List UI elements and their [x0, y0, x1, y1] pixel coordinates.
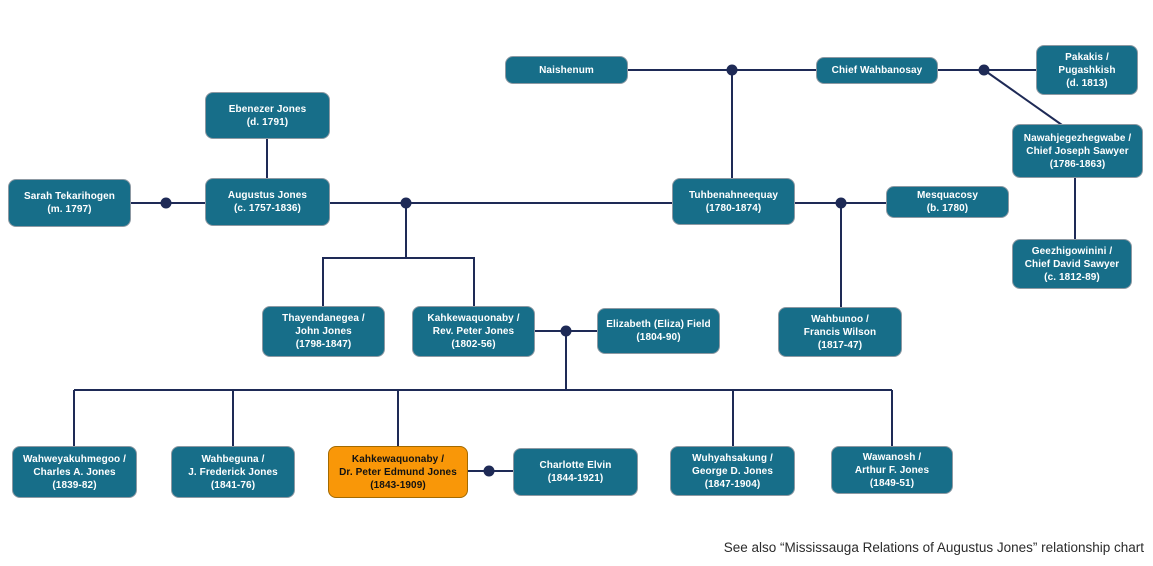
tree-node-kahkewaquonaby-dr-peter-edmund-jones[interactable]: Kahkewaquonaby /Dr. Peter Edmund Jones(1… [328, 446, 468, 498]
tree-node-wahbeguna-frederick-jones[interactable]: Wahbeguna /J. Frederick Jones(1841-76) [171, 446, 295, 498]
node-label-line: George D. Jones [692, 465, 773, 477]
node-label-line: (1798-1847) [295, 339, 352, 350]
node-label-line: Thayendanegea / [282, 313, 365, 324]
node-label-line: (1847-1904) [704, 478, 761, 490]
tree-node-elizabeth-eliza-field[interactable]: Elizabeth (Eliza) Field (1804-90) [597, 308, 720, 354]
tree-node-thayendanegea-john-jones[interactable]: Thayendanegea / John Jones (1798-1847) [262, 306, 385, 357]
node-label-line: (1780-1874) [705, 202, 762, 214]
node-label-line: (d. 1813) [1066, 77, 1108, 89]
union-dot [160, 197, 172, 209]
tree-node-sarah-tekarihogen[interactable]: Sarah Tekarihogen (m. 1797) [8, 179, 131, 227]
node-label-line: Sarah Tekarihogen [24, 191, 115, 202]
node-label-line: Ebenezer Jones [228, 103, 307, 115]
node-label-line: Charlotte Elvin [539, 460, 612, 471]
see-also-note: See also “Mississauga Relations of Augus… [723, 540, 1144, 555]
tree-node-geezhigowinini-david-sawyer[interactable]: Geezhigowinini /Chief David Sawyer(c. 18… [1012, 239, 1132, 289]
node-label-line: (c. 1757-1836) [233, 203, 301, 214]
node-label-line: Wahbunoo / [811, 313, 869, 325]
tree-node-ebenezer-jones[interactable]: Ebenezer Jones(d. 1791) [205, 92, 330, 139]
node-label-line: Pakakis / [1065, 51, 1109, 63]
node-label-line: (m. 1797) [47, 204, 92, 215]
node-label-line: (1817-47) [817, 339, 863, 351]
node-label-line: (1802-56) [451, 339, 496, 350]
tree-node-kahkewaquonaby-rev-peter-jones[interactable]: Kahkewaquonaby / Rev. Peter Jones (1802-56… [412, 306, 535, 357]
node-label-line: Elizabeth (Eliza) Field [606, 319, 711, 330]
union-dot [726, 64, 738, 76]
node-label-line: (1844-1921) [547, 473, 604, 484]
node-label-line: Wahbeguna / [201, 453, 265, 465]
connector-line [983, 69, 1063, 126]
tree-node-nawahjegezhegwabe-joseph-sawyer[interactable]: Nawahjegezhegwabe /Chief Joseph Sawyer(1… [1012, 124, 1143, 178]
tree-node-charlotte-elvin[interactable]: Charlotte Elvin (1844-1921) [513, 448, 638, 496]
node-label-line: Kahkewaquonaby / [427, 313, 520, 324]
union-dot [400, 197, 412, 209]
connector-line [322, 257, 475, 306]
node-label-line: Nawahjegezhegwabe / [1023, 132, 1132, 144]
node-label-line: Arthur F. Jones [854, 464, 930, 476]
node-label-line: Wuhyahsakung / [692, 452, 773, 464]
tree-node-chief-wahbanosay[interactable]: Chief Wahbanosay [816, 57, 938, 84]
node-label-line: (b. 1780) [926, 203, 969, 214]
node-label-line: (1804-90) [636, 332, 681, 343]
tree-node-wawanosh-arthur-jones[interactable]: Wawanosh /Arthur F. Jones(1849-51) [831, 446, 953, 494]
node-label-line: (1839-82) [52, 479, 97, 491]
node-label-line: (1843-1909) [370, 479, 426, 491]
node-label-line: Mesquacosy [916, 190, 979, 201]
node-label-line: Dr. Peter Edmund Jones [339, 466, 457, 478]
node-label-line: Chief Wahbanosay [831, 65, 923, 76]
node-label-line: Geezhigowinini / [1031, 245, 1113, 257]
node-label-line: Wawanosh / [862, 451, 922, 463]
node-label-line: Augustus Jones [227, 190, 308, 201]
node-label-line: Naishenum [539, 64, 594, 76]
node-label-line: (d. 1791) [246, 116, 289, 128]
tree-node-pakakis-pugashkish[interactable]: Pakakis /Pugashkish(d. 1813) [1036, 45, 1138, 95]
node-label-line: Rev. Peter Jones [432, 326, 515, 337]
node-label-line: Charles A. Jones [33, 466, 116, 478]
node-label-line: Kahkewaquonaby / [351, 453, 445, 465]
node-label-line: John Jones [295, 326, 352, 337]
node-label-line: (1841-76) [210, 479, 256, 491]
tree-node-augustus-jones[interactable]: Augustus Jones (c. 1757-1836) [205, 178, 330, 226]
node-label-line: Chief Joseph Sawyer [1026, 145, 1129, 157]
node-label-line: Chief David Sawyer [1024, 258, 1120, 270]
node-label-line: Pugashkish [1058, 64, 1116, 76]
tree-node-wahbunoo-francis-wilson[interactable]: Wahbunoo /Francis Wilson(1817-47) [778, 307, 902, 357]
union-dot [560, 325, 572, 337]
node-label-line: Francis Wilson [803, 326, 877, 338]
tree-node-mesquacosy[interactable]: Mesquacosy (b. 1780) [886, 186, 1009, 218]
node-label-line: (c. 1812-89) [1044, 271, 1100, 283]
tree-node-tuhbenahneequay[interactable]: Tuhbenahneequay(1780-1874) [672, 178, 795, 225]
union-dot [483, 465, 495, 477]
node-label-line: Wahweyakuhmegoo / [22, 453, 126, 465]
union-dot [978, 64, 990, 76]
union-dot [835, 197, 847, 209]
node-label-line: (1786-1863) [1049, 158, 1106, 170]
tree-node-naishenum[interactable]: Naishenum [505, 56, 628, 84]
tree-node-wuhyahsakung-george-jones[interactable]: Wuhyahsakung /George D. Jones(1847-1904) [670, 446, 795, 496]
node-label-line: J. Frederick Jones [188, 466, 278, 478]
node-label-line: (1849-51) [869, 477, 915, 489]
node-label-line: Tuhbenahneequay [688, 189, 779, 201]
tree-node-wahweyakuhmegoo-charles-jones[interactable]: Wahweyakuhmegoo /Charles A. Jones(1839-8… [12, 446, 137, 498]
